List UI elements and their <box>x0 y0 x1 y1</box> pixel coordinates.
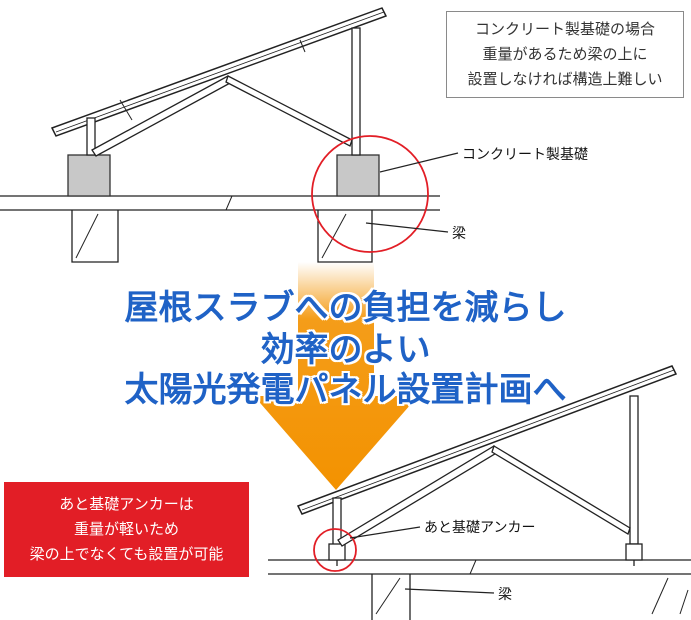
leader-beam-bottom <box>404 588 495 594</box>
top-diagram <box>0 7 459 263</box>
top-beam-left <box>71 210 119 263</box>
rear-post-top <box>351 27 361 156</box>
note-box: コンクリート製基礎の場合 重量があるため梁の上に 設置しなければ構造上難しい <box>446 11 684 98</box>
anchor-left <box>328 543 346 561</box>
note-line: 設置しなければ構造上難しい <box>467 70 663 88</box>
highlight-circle-bottom <box>313 528 357 572</box>
red-info-box: あと基礎アンカーは 重量が軽いため 梁の上でなくても設置が可能 <box>4 482 249 577</box>
concrete-foundation-right <box>336 154 380 197</box>
leader-concrete <box>379 152 459 173</box>
red-box-line: 梁の上でなくても設置が可能 <box>29 545 224 563</box>
brace-top-right <box>225 75 353 147</box>
note-line: 重量があるため梁の上に <box>482 45 648 63</box>
label-anchor: あと基礎アンカー <box>424 520 536 536</box>
down-arrow <box>254 262 418 490</box>
label-beam-top: 梁 <box>452 226 466 242</box>
front-post-top <box>86 117 96 156</box>
leader-beam-top <box>365 222 449 233</box>
bottom-diagram <box>268 365 691 620</box>
rear-post-bottom <box>629 395 639 545</box>
concrete-foundation-left <box>67 154 111 197</box>
top-beam-right <box>317 210 373 263</box>
bottom-beam <box>371 574 411 620</box>
brace-bottom-right <box>491 445 631 535</box>
leader-anchor <box>349 526 421 539</box>
anchor-right <box>625 543 643 561</box>
headline-line-3: 太陽光発電パネル設置計画へ <box>124 370 567 410</box>
label-beam-bottom: 梁 <box>498 587 512 603</box>
label-concrete-foundation: コンクリート製基礎 <box>462 147 588 163</box>
headline-line-1: 屋根スラブへの負担を減らし <box>124 288 567 328</box>
headline-line-2: 効率のよい <box>260 330 431 370</box>
note-line: コンクリート製基礎の場合 <box>474 20 655 38</box>
red-box-line: あと基礎アンカーは <box>59 495 194 513</box>
red-box-line: 重量が軽いため <box>73 520 179 538</box>
highlight-circle-top <box>311 135 429 253</box>
